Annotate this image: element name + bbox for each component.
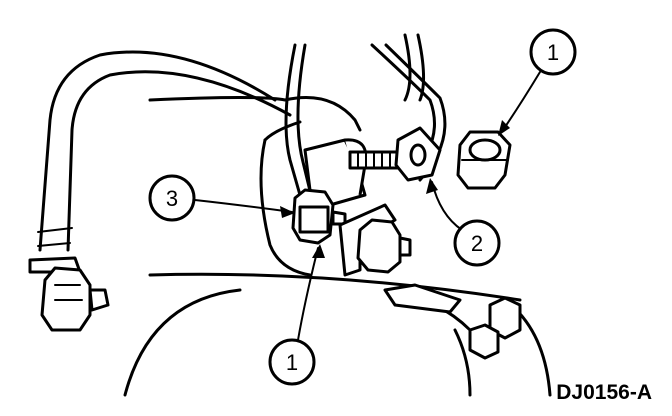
ring-terminal <box>394 126 442 182</box>
callout-2: 2 <box>453 219 501 267</box>
callout-1-bottom: 1 <box>268 338 316 386</box>
leader-lines <box>194 71 541 341</box>
reference-code: DJ0156-A <box>556 381 652 404</box>
m-terminal-nut <box>356 218 412 274</box>
callout-3: 3 <box>148 174 196 222</box>
battery-terminal-nut <box>40 266 110 332</box>
callout-1-top-label: 1 <box>547 40 559 65</box>
callout-1-bottom-label: 1 <box>286 350 298 375</box>
upper-wires <box>284 33 447 197</box>
mounting-bolts <box>468 296 522 360</box>
s-terminal-nut <box>291 188 347 245</box>
callout-1-top: 1 <box>529 28 577 76</box>
battery-cable <box>28 50 292 274</box>
field-strap <box>383 283 462 314</box>
callout-2-label: 2 <box>471 231 483 256</box>
arrowheads <box>280 120 510 258</box>
terminal-nut <box>456 130 512 190</box>
callout-3-label: 3 <box>166 186 178 211</box>
